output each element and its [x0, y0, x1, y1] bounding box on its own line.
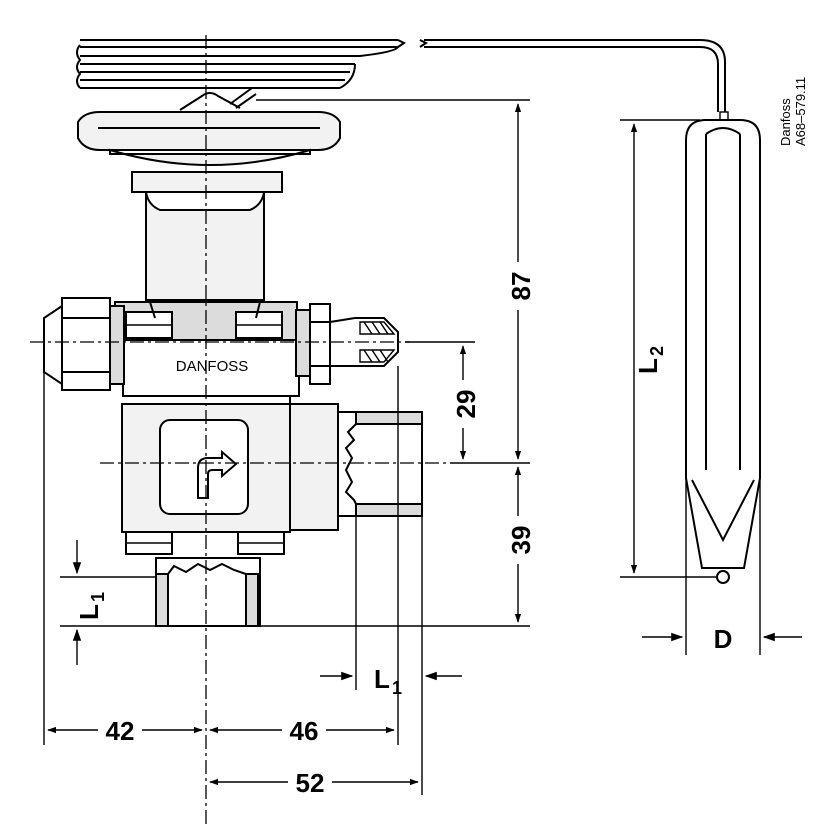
l2-letter: L	[633, 358, 663, 374]
dimension-l1-vertical: L 1	[74, 592, 108, 620]
l1-vertical-subscript: 1	[88, 592, 108, 602]
l1-vertical-letter: L	[74, 604, 104, 620]
dimension-46: 46	[290, 716, 319, 746]
brand-label: DANFOSS	[176, 358, 249, 375]
right-flare-nut	[295, 303, 399, 385]
valve-head	[77, 87, 341, 301]
flow-arrow-icon	[197, 449, 238, 499]
dimension-42: 42	[106, 716, 135, 746]
capillary-coil	[76, 39, 726, 112]
l2-subscript: 2	[647, 346, 667, 356]
right-outlet-pipe	[337, 411, 423, 517]
l1-horizontal-subscript: 1	[392, 678, 402, 698]
dimension-39: 39	[506, 526, 536, 555]
dimension-29: 29	[451, 390, 481, 419]
reference-line-2: A68–579.11	[793, 77, 808, 146]
bottom-outlet-pipe	[155, 557, 261, 627]
valve-body-lower	[121, 396, 339, 555]
reference-code: Danfoss A68–579.11	[778, 77, 808, 146]
center-lines	[30, 35, 450, 825]
dimension-l1-horizontal: L 1	[374, 664, 402, 698]
dimension-52: 52	[296, 768, 325, 798]
valve-body-upper: DANFOSS	[114, 301, 300, 397]
dimension-d: D	[714, 624, 733, 654]
l1-horizontal-letter: L	[374, 664, 390, 694]
dimension-87: 87	[506, 272, 536, 301]
extension-lines	[43, 99, 761, 795]
reference-line-1: Danfoss	[778, 98, 793, 146]
dimension-l2: L 2	[633, 346, 667, 374]
left-flare-nut	[43, 297, 125, 391]
sensor-bulb	[685, 111, 761, 584]
